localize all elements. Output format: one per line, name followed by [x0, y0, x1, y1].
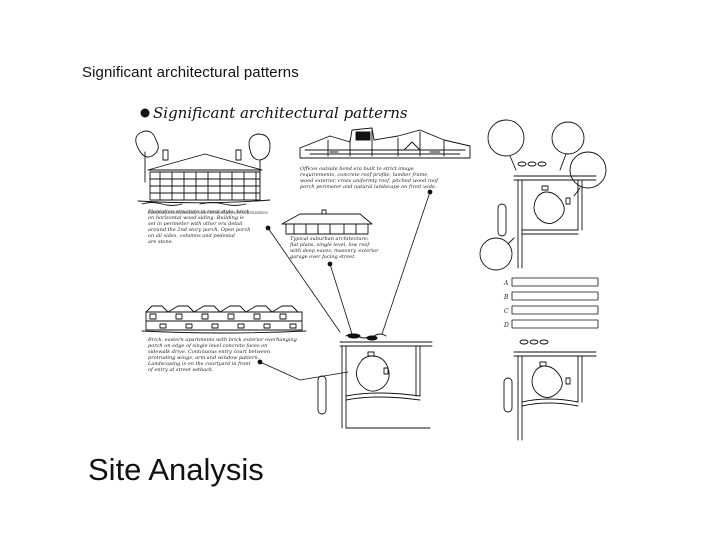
svg-text:set in perimeter with other er: set in perimeter with other era detail [148, 221, 243, 227]
slide-title: Significant architectural patterns [82, 64, 299, 81]
modern-building-sketch [299, 127, 471, 159]
svg-text:Landscaping is on the courtyar: Landscaping is on the courtyard in front [147, 361, 252, 367]
band-label-b: B [503, 294, 509, 301]
site-plan-bottom-right [503, 339, 597, 441]
svg-text:Brick, eastern apartments with: Brick, eastern apartments with brick ext… [147, 337, 297, 343]
svg-text:porch on edge of single level: porch on edge of single level concrete f… [148, 343, 267, 349]
house-sketch [135, 130, 271, 206]
site-plan-main [317, 333, 433, 429]
svg-text:on horizontal wood siding. Bui: on horizontal wood siding. Building is [148, 215, 244, 221]
svg-text:protruding wings, arm and wind: protruding wings, arm and window pattern… [148, 355, 260, 361]
svg-text:Typical suburban architecture:: Typical suburban architecture: [290, 236, 369, 242]
svg-text:are stone.: are stone. [148, 239, 174, 245]
site-plan-top-right [479, 119, 607, 271]
svg-text:garage over facing street.: garage over facing street. [290, 254, 356, 260]
leader-lines [257, 189, 433, 381]
svg-text:flat plans, single level, low: flat plans, single level, low roof [289, 242, 370, 248]
ranch-note: Typical suburban architecture: flat plan… [289, 236, 379, 260]
rowhouse-note: Brick, eastern apartments with brick ext… [147, 337, 297, 373]
svg-text:with deep eaves, masonry, exte: with deep eaves, masonry, exterior [290, 248, 379, 254]
svg-text:Plantation structure in rural: Plantation structure in rural style, bri… [148, 210, 268, 216]
sketch-heading: Significant architectural patterns [153, 104, 408, 122]
svg-text:Plantation structure in rural: Plantation structure in rural style, bri… [147, 209, 249, 215]
svg-text:on all sides, columns and pede: on all sides, columns and pedestal [148, 233, 235, 239]
band-label-a: A [503, 280, 509, 287]
heading-bullet [140, 108, 150, 118]
band-labels: A B C D [503, 280, 509, 329]
band-label-d: D [503, 322, 509, 329]
svg-text:porch perimeter and natural la: porch perimeter and natural landscape on… [300, 184, 437, 190]
svg-text:around the 2nd story porch. Op: around the 2nd story porch. Open porch [148, 227, 250, 233]
svg-text:Offices outside bond era built: Offices outside bond era built to strict… [300, 166, 414, 172]
svg-text:wood exterior, cross uniformly: wood exterior, cross uniformly roof, pit… [300, 178, 439, 184]
ranch-house-sketch [281, 209, 373, 235]
house-note: Plantation structure in rural style, bri… [147, 209, 268, 245]
svg-text:requirements, concrete roof pr: requirements, concrete roof profile, lum… [300, 172, 429, 178]
legend-bands [511, 277, 599, 329]
rowhouse-sketch [141, 305, 307, 334]
svg-text:of entry at street setback.: of entry at street setback. [148, 367, 214, 373]
svg-text:sidewalk drive. Continuous ent: sidewalk drive. Continuous entry court b… [148, 349, 270, 355]
modern-note: Offices outside bond era built to strict… [300, 166, 439, 190]
band-label-c: C [504, 308, 509, 315]
slide-footer: Site Analysis [88, 452, 264, 487]
